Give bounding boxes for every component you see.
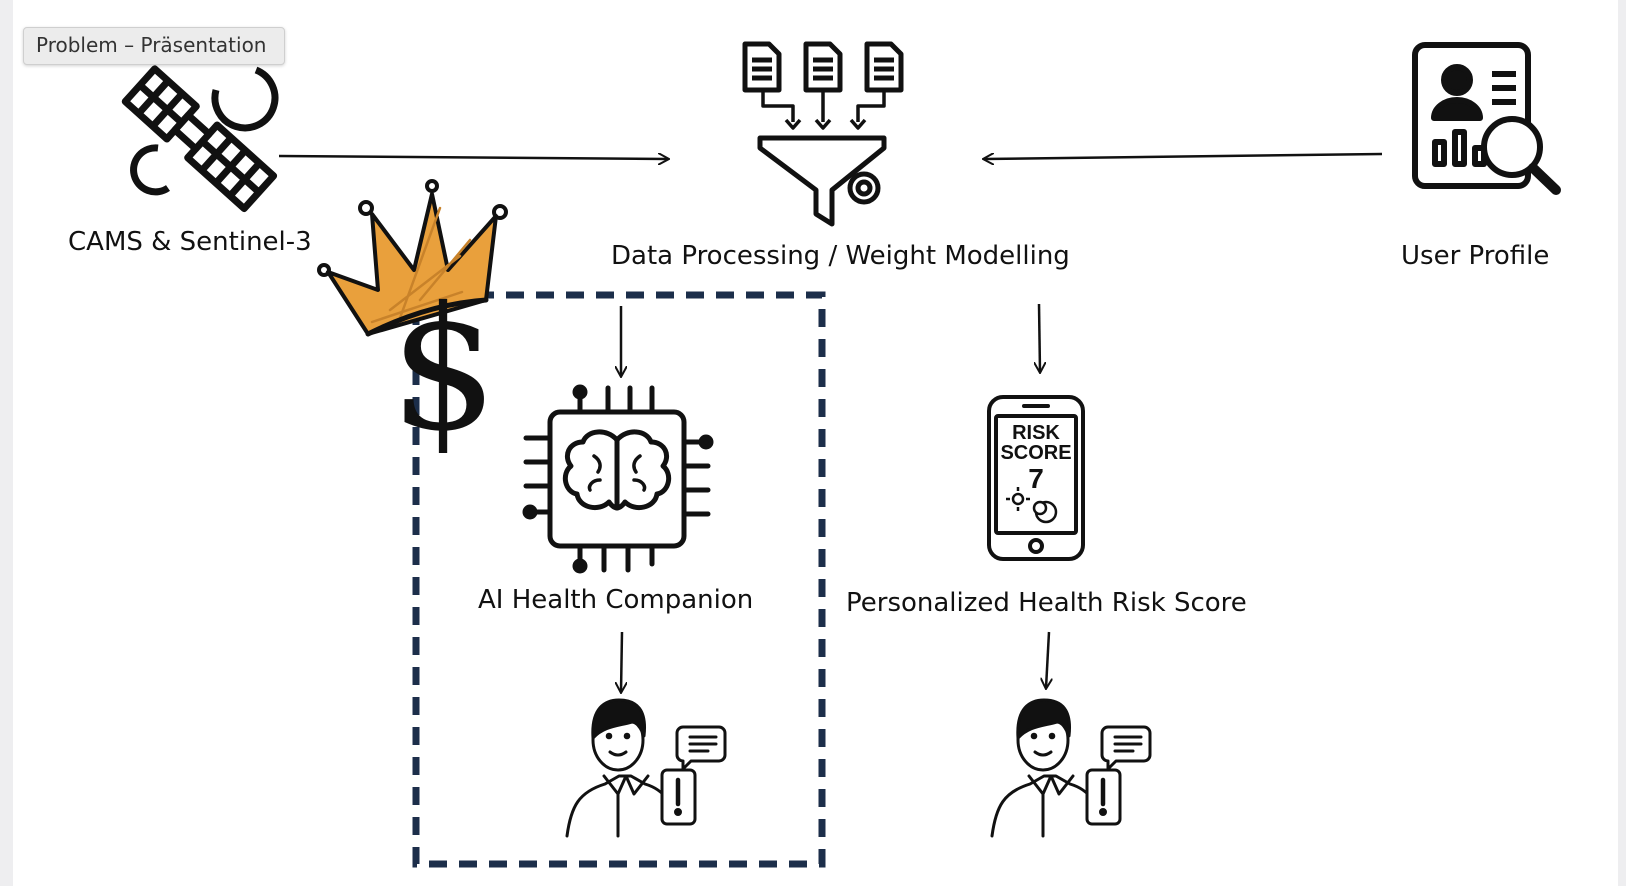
arrow-source-to-processing (278, 156, 668, 159)
user-notification-icon (990, 698, 1152, 838)
window-left-edge (0, 0, 13, 886)
phone-screen-score: SCORE (1000, 442, 1071, 464)
dollar-sign: $ (390, 271, 498, 469)
arrow-risk-to-user (1046, 631, 1049, 688)
phone-screen-score-value: 7 (1028, 463, 1044, 494)
user-notification-icon (565, 698, 727, 838)
arrow-companion-to-user (621, 631, 622, 692)
node-label-processing: Data Processing / Weight Modelling (611, 241, 1070, 271)
funnel-documents-gear-icon (742, 41, 904, 227)
window-title-tooltip: Problem – Präsentation (23, 27, 285, 65)
arrow-profile-to-processing (984, 152, 1383, 159)
profile-search-icon (1412, 42, 1561, 195)
arrow-processing-to-risk (1039, 303, 1040, 372)
window-right-edge (1618, 0, 1626, 886)
smartphone-risk-score-icon (987, 395, 1085, 561)
node-label-source: CAMS & Sentinel-3 (68, 227, 312, 257)
node-label-companion: AI Health Companion (478, 585, 754, 615)
satellite-icon (121, 65, 279, 213)
document-icon (742, 41, 782, 93)
ai-chip-brain-icon (522, 384, 714, 574)
document-icon (864, 41, 904, 93)
document-icon (803, 41, 843, 93)
node-label-profile: User Profile (1401, 241, 1550, 271)
flow-arrows (278, 152, 1383, 692)
companion-highlight-box (412, 291, 826, 868)
phone-screen-risk: RISK (1012, 422, 1060, 444)
node-label-risk: Personalized Health Risk Score (846, 588, 1247, 618)
crown-icon (317, 179, 508, 337)
